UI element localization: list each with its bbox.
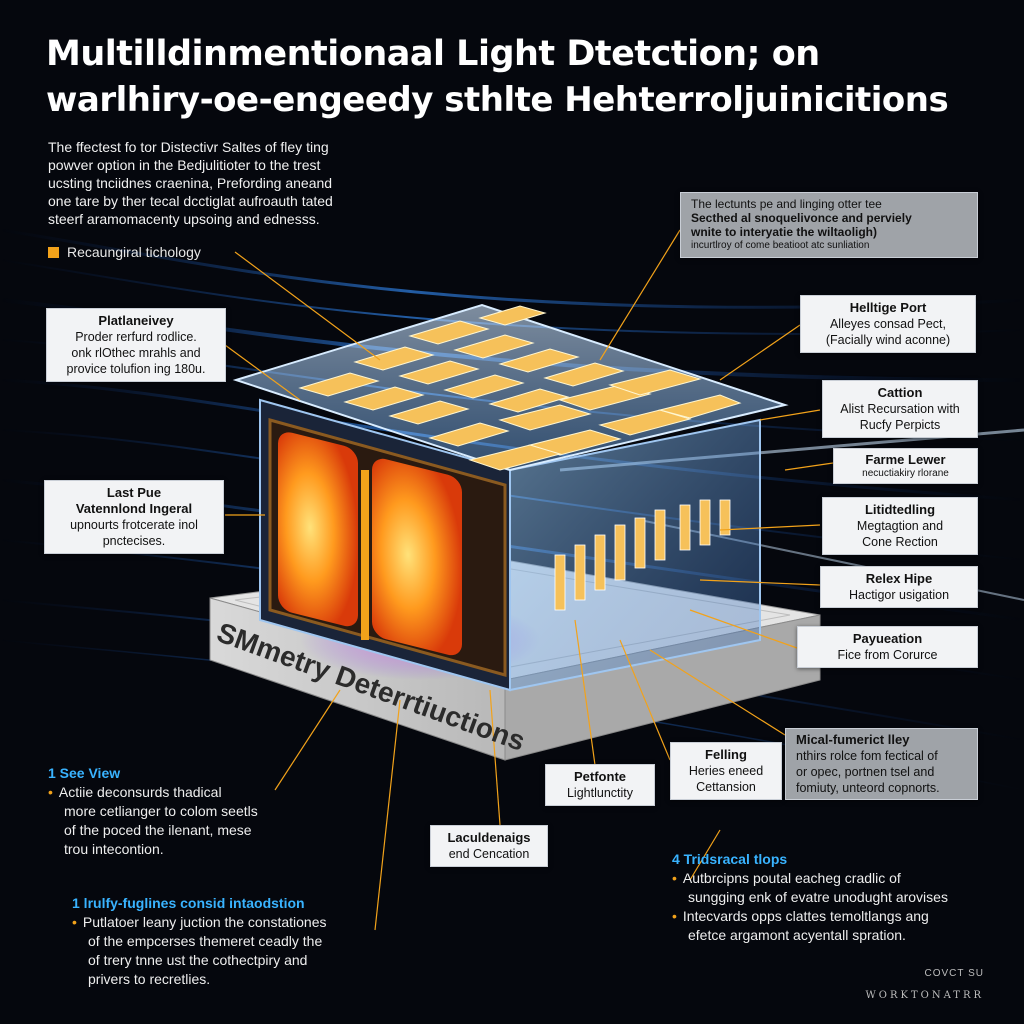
intro-line: one tare by ther tecal dcctiglat aufroau…	[48, 193, 333, 209]
callout-heading: Laculdenaigs	[447, 830, 531, 845]
note-heading: 4 Tridsracal tlops	[672, 851, 788, 867]
callout-line: nthirs rolce fom fectical of	[796, 749, 938, 763]
intro-line: steerf aramomacenty upsoing and ednesss.	[48, 211, 320, 227]
callout-laculdenaigs: Laculdenaigs end Cencation	[430, 825, 548, 867]
note-consid-intaodstion: 1 lrulfy-fuglines consid intaodstion • Pu…	[72, 894, 327, 989]
callout-line: Rucfy Perpicts	[859, 418, 941, 432]
callout-felling: Felling Heries eneed Cettansion	[670, 742, 782, 800]
callout-line: upnourts frotcerate inol	[70, 518, 198, 532]
callout-line: pnctecises.	[102, 534, 166, 548]
callout-line: end Cencation	[448, 847, 530, 861]
callout-platlaneivey: Platlaneivey Proder rerfurd rodlice. onk…	[46, 308, 226, 382]
footer-line-1: COVCT SU	[924, 968, 984, 979]
callout-heading: Litidtedling	[864, 502, 936, 517]
title-line-1: Multilldinmentionaal Light Dtetction; on	[46, 34, 820, 74]
callout-mical-fumerict: Mical-fumerict lley nthirs rolce fom fec…	[785, 728, 978, 800]
callout-line: fomiuty, unteord copnorts.	[796, 781, 940, 795]
callout-heading: Helltige Port	[849, 300, 927, 315]
note-line: sungging enk of evatre unodught arovises	[688, 889, 948, 905]
callout-line: The lectunts pe and linging otter tee	[691, 197, 882, 211]
intro-line: powver option in the Bedjulitioter to th…	[48, 157, 321, 173]
note-line: Autbrcipns poutal eacheg cradlic of	[682, 870, 901, 886]
note-line: of the poced the ilenant, mese	[64, 822, 252, 838]
callout-line: necuctiakiry rlorane	[862, 468, 949, 479]
note-line: of the empcerses themeret ceadly the	[88, 933, 323, 949]
callout-heading: Cattion	[877, 385, 923, 400]
note-see-view: 1 See View • Actiie deconsurds thadical m…	[48, 764, 258, 859]
callout-heading: Platlaneivey	[98, 313, 174, 328]
callout-line: (Facially wind aconne)	[825, 333, 951, 347]
callout-line: Alist Recursation with	[840, 402, 960, 416]
note-line: of trery tnne ust the cothectpiry and	[88, 952, 308, 968]
callout-heading: Mical-fumerict lley	[796, 732, 910, 747]
callout-line: Proder rerfurd rodlice.	[75, 330, 197, 344]
callout-line: onk rlOthec mrahls and	[71, 346, 201, 360]
callout-line: Heries eneed	[688, 764, 764, 778]
bullet-icon: •	[672, 870, 677, 886]
note-tridsracal-tlops: 4 Tridsracal tlops • Autbrcipns poutal ea…	[672, 850, 948, 945]
intro-line: The ffectest fo tor Distectivr Saltes of…	[48, 139, 329, 155]
callout-line: Lightlunctity	[566, 786, 633, 800]
intro-line: ucsting tnciidnes craenina, Prefording a…	[48, 175, 333, 191]
callout-line: Alleyes consad Pect,	[829, 317, 947, 331]
note-line: Putlatoer leany juction the constationes	[82, 914, 327, 930]
note-line: Actiie deconsurds thadical	[58, 784, 222, 800]
callout-heading: Petfonte	[574, 769, 626, 784]
note-heading: 1 lrulfy-fuglines consid intaodstion	[72, 895, 305, 911]
callout-line: Fice from Corurce	[837, 648, 938, 662]
footer-line-2: WORKTONATRR	[865, 990, 984, 1001]
top-tile-grid	[298, 305, 742, 471]
callout-litidtedling: Litidtedling Megtagtion and Cone Rection	[822, 497, 978, 555]
legend: Recaungiral tichology	[48, 244, 201, 260]
legend-swatch	[48, 246, 59, 258]
callout-heading: Vatennlond Ingeral	[75, 501, 193, 516]
callout-last-pue: Last Pue Vatennlond Ingeral upnourts fro…	[44, 480, 224, 554]
note-line: efetce argamont acyentall spration.	[688, 927, 906, 943]
callout-heading: Farme Lewer	[865, 452, 946, 467]
callout-line: Hactigor usigation	[848, 588, 950, 602]
callout-helltige-port: Helltige Port Alleyes consad Pect, (Faci…	[800, 295, 976, 353]
bullet-icon: •	[72, 914, 77, 930]
bullet-icon: •	[672, 908, 677, 924]
legend-label: Recaungiral tichology	[67, 244, 201, 260]
callout-line: Megtagtion and	[856, 519, 944, 533]
note-line: privers to recretlies.	[88, 971, 211, 987]
heterojunction-filaments	[554, 499, 731, 611]
note-heading: 1 See View	[48, 765, 121, 781]
callout-farme-lewer: Farme Lewer necuctiakiry rlorane	[833, 448, 978, 484]
callout-payueation: Payueation Fice from Corurce	[797, 626, 978, 668]
callout-heading: Last Pue	[106, 485, 162, 500]
intro-paragraph: The ffectest fo tor Distectivr Saltes of…	[48, 138, 388, 228]
callout-heading: Payueation	[852, 631, 923, 646]
callout-heading: Felling	[705, 747, 747, 762]
callout-heading: Relex Hipe	[865, 571, 933, 586]
callout-line: or opec, portnen tsel and	[796, 765, 935, 779]
callout-top-right: The lectunts pe and linging otter tee Se…	[680, 192, 978, 258]
device-body	[232, 303, 789, 692]
title-line-2: warlhiry-oe-engeedy sthlte Hehterroljuin…	[46, 80, 949, 120]
callout-cattion: Cattion Alist Recursation with Rucfy Per…	[822, 380, 978, 438]
note-line: more cetlianger to colom seetls	[64, 803, 258, 819]
callout-line: provice tolufion ing 180u.	[66, 362, 206, 376]
callout-relex-hipe: Relex Hipe Hactigor usigation	[820, 566, 978, 608]
leader-lines	[224, 229, 834, 931]
callout-line: Secthed al snoquelivonce and perviely	[691, 211, 912, 225]
callout-line: wnite to interyatie the wiltaoligh)	[691, 225, 878, 239]
callout-line: Cettansion	[696, 780, 756, 794]
callout-petfonte: Petfonte Lightlunctity	[545, 764, 655, 806]
note-line: trou intecontion.	[64, 841, 164, 857]
bullet-icon: •	[48, 784, 53, 800]
callout-line: Cone Rection	[862, 535, 938, 549]
note-line: Intecvards opps clattes temoltlangs ang	[682, 908, 929, 924]
callout-line: incurtlroy of come beatioot atc sunliati…	[691, 240, 870, 251]
